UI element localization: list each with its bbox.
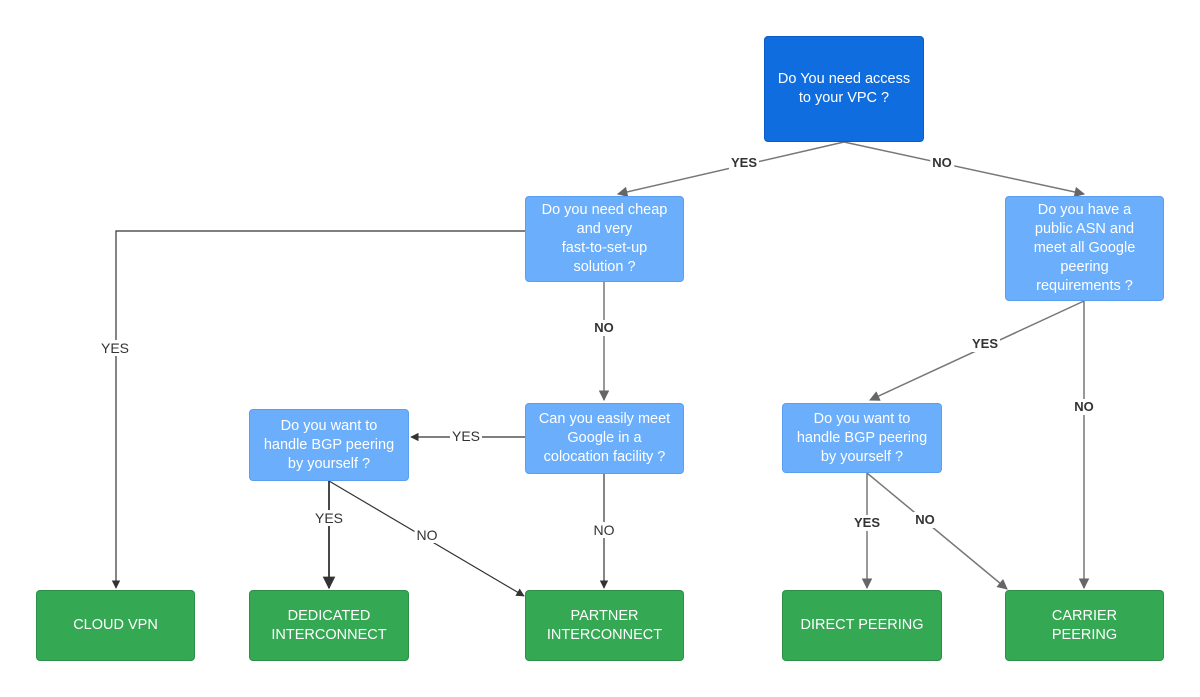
decision-cheap-fast-solution[interactable]: Do you need cheap and very fast-to-set-u…	[525, 196, 684, 282]
outcome-dedicated-interconnect[interactable]: DEDICATED INTERCONNECT	[249, 590, 409, 661]
edge-label-bgp-left-yes: YES	[312, 510, 346, 526]
edge-label-vpc-no: NO	[930, 155, 954, 171]
edge-label-colo-no: NO	[591, 522, 617, 538]
edge-label-cheap-yes: YES	[98, 340, 132, 356]
edge-label-bgp-right-no: NO	[913, 512, 937, 528]
outcome-partner-interconnect[interactable]: PARTNER INTERCONNECT	[525, 590, 684, 661]
edge-bgp-right-to-carrier	[866, 472, 1008, 590]
outcome-direct-peering[interactable]: DIRECT PEERING	[782, 590, 942, 661]
edge-label-asn-yes: YES	[969, 336, 1001, 352]
outcome-cloud-vpn[interactable]: CLOUD VPN	[36, 590, 195, 661]
edge-label-asn-no: NO	[1072, 399, 1096, 415]
edge-label-colo-yes: YES	[449, 428, 483, 444]
edge-label-cheap-no: NO	[592, 320, 616, 336]
decision-vpc-access[interactable]: Do You need access to your VPC ?	[764, 36, 924, 142]
outcome-carrier-peering[interactable]: CARRIER PEERING	[1005, 590, 1164, 661]
decision-bgp-peering-right[interactable]: Do you want to handle BGP peering by you…	[782, 403, 942, 473]
edge-label-bgp-left-no: NO	[414, 527, 440, 543]
decision-bgp-peering-left[interactable]: Do you want to handle BGP peering by you…	[249, 409, 409, 481]
edge-label-vpc-yes: YES	[728, 155, 760, 171]
decision-colocation-facility[interactable]: Can you easily meet Google in a colocati…	[525, 403, 684, 474]
decision-public-asn[interactable]: Do you have a public ASN and meet all Go…	[1005, 196, 1164, 301]
edge-vpc-to-asn	[843, 141, 1086, 198]
edge-label-bgp-right-yes: YES	[851, 515, 883, 531]
edge-cheap-to-cloud-vpn	[111, 230, 525, 589]
